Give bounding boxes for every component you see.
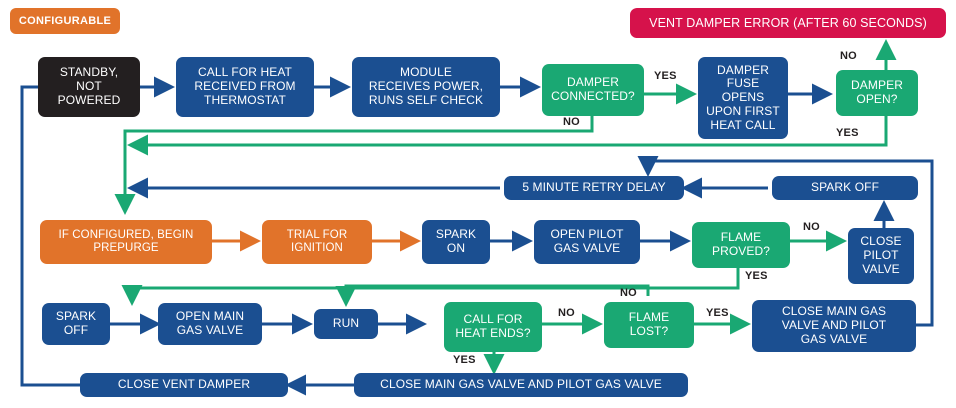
node-label: VENT DAMPER ERROR (AFTER 60 SECONDS)	[649, 15, 927, 30]
node-vent-damper-error[interactable]: VENT DAMPER ERROR (AFTER 60 SECONDS)	[630, 8, 946, 38]
node-label: FLAME LOST?	[628, 310, 670, 338]
node-label: DAMPER OPEN?	[851, 78, 903, 106]
node-label: OPEN MAIN GAS VALVE	[175, 309, 245, 337]
node-damper-connected[interactable]: DAMPER CONNECTED?	[542, 64, 644, 116]
node-retry-delay[interactable]: 5 MINUTE RETRY DELAY	[504, 176, 684, 200]
node-label: OPEN PILOT GAS VALVE	[550, 227, 624, 255]
node-damper-open[interactable]: DAMPER OPEN?	[836, 70, 918, 116]
edge-label-text: NO	[563, 116, 580, 128]
node-label: MODULE RECEIVES POWER, RUNS SELF CHECK	[368, 65, 484, 107]
edge-label-text: YES	[836, 127, 859, 139]
edge-label-yes-flame-lost: YES	[706, 307, 729, 319]
edge-label-yes-damper-open: YES	[836, 127, 859, 139]
node-label: SPARK ON	[435, 227, 477, 255]
edge-label-text: YES	[654, 70, 677, 82]
edge-label-no-flame-lost: NO	[620, 287, 637, 299]
node-prepurge[interactable]: IF CONFIGURED, BEGIN PREPURGE	[40, 220, 212, 264]
edge-label-no-damper-connected: NO	[563, 116, 580, 128]
node-label: SPARK OFF	[810, 180, 880, 195]
edge-label-yes-call-ends: YES	[453, 354, 476, 366]
node-damper-fuse-opens[interactable]: DAMPER FUSE OPENS UPON FIRST HEAT CALL	[698, 57, 788, 139]
configurable-badge-label: CONFIGURABLE	[18, 15, 112, 27]
node-spark-off-bottom[interactable]: SPARK OFF	[42, 303, 110, 345]
edge-label-yes-damper-connected: YES	[654, 70, 677, 82]
node-run[interactable]: RUN	[314, 309, 378, 339]
edge-label-text: NO	[803, 221, 820, 233]
node-label: CLOSE VENT DAMPER	[117, 377, 251, 392]
node-open-pilot-gas-valve[interactable]: OPEN PILOT GAS VALVE	[534, 220, 640, 264]
node-call-for-heat[interactable]: CALL FOR HEAT RECEIVED FROM THERMOSTAT	[176, 57, 314, 117]
edge-label-text: YES	[453, 354, 476, 366]
edge-label-no-flame-proved: NO	[803, 221, 820, 233]
edge-label-yes-flame-proved: YES	[745, 270, 768, 282]
node-close-vent-damper[interactable]: CLOSE VENT DAMPER	[80, 373, 288, 397]
node-label: DAMPER CONNECTED?	[551, 75, 635, 103]
edge-label-text: NO	[558, 307, 575, 319]
node-label: STANDBY, NOT POWERED	[57, 65, 121, 107]
node-label: TRIAL FOR IGNITION	[286, 228, 348, 254]
node-label: 5 MINUTE RETRY DELAY	[522, 180, 666, 195]
node-flame-proved[interactable]: FLAME PROVED?	[692, 222, 790, 268]
node-label: IF CONFIGURED, BEGIN PREPURGE	[58, 228, 194, 254]
node-close-main-and-pilot-bottom[interactable]: CLOSE MAIN GAS VALVE AND PILOT GAS VALVE	[354, 373, 688, 397]
node-spark-off-top[interactable]: SPARK OFF	[772, 176, 918, 200]
node-label: CLOSE MAIN GAS VALVE AND PILOT GAS VALVE	[781, 304, 887, 346]
node-spark-on[interactable]: SPARK ON	[422, 220, 490, 264]
node-trial-for-ignition[interactable]: TRIAL FOR IGNITION	[262, 220, 372, 264]
edge-label-no-damper-open: NO	[840, 50, 857, 62]
node-flame-lost[interactable]: FLAME LOST?	[604, 302, 694, 348]
node-label: CLOSE PILOT VALVE	[860, 234, 902, 276]
node-standby[interactable]: STANDBY, NOT POWERED	[38, 57, 140, 117]
node-module-receives-power[interactable]: MODULE RECEIVES POWER, RUNS SELF CHECK	[352, 57, 500, 117]
node-close-pilot-valve[interactable]: CLOSE PILOT VALVE	[848, 228, 914, 284]
node-label: CLOSE MAIN GAS VALVE AND PILOT GAS VALVE	[380, 377, 662, 392]
node-label: RUN	[332, 316, 360, 331]
edge-label-text: NO	[840, 50, 857, 62]
edge-label-text: YES	[745, 270, 768, 282]
node-open-main-gas-valve[interactable]: OPEN MAIN GAS VALVE	[158, 303, 262, 345]
node-label: DAMPER FUSE OPENS UPON FIRST HEAT CALL	[706, 62, 780, 132]
edge-label-text: YES	[706, 307, 729, 319]
node-close-main-and-pilot-right[interactable]: CLOSE MAIN GAS VALVE AND PILOT GAS VALVE	[752, 300, 916, 352]
node-label: CALL FOR HEAT ENDS?	[455, 312, 531, 340]
edge-label-text: NO	[620, 287, 637, 299]
edge-label-no-call-ends: NO	[558, 307, 575, 319]
node-label: FLAME PROVED?	[711, 230, 771, 258]
node-label: CALL FOR HEAT RECEIVED FROM THERMOSTAT	[194, 65, 296, 107]
node-call-for-heat-ends[interactable]: CALL FOR HEAT ENDS?	[444, 302, 542, 352]
node-label: SPARK OFF	[55, 309, 97, 337]
configurable-badge: CONFIGURABLE	[10, 8, 120, 34]
